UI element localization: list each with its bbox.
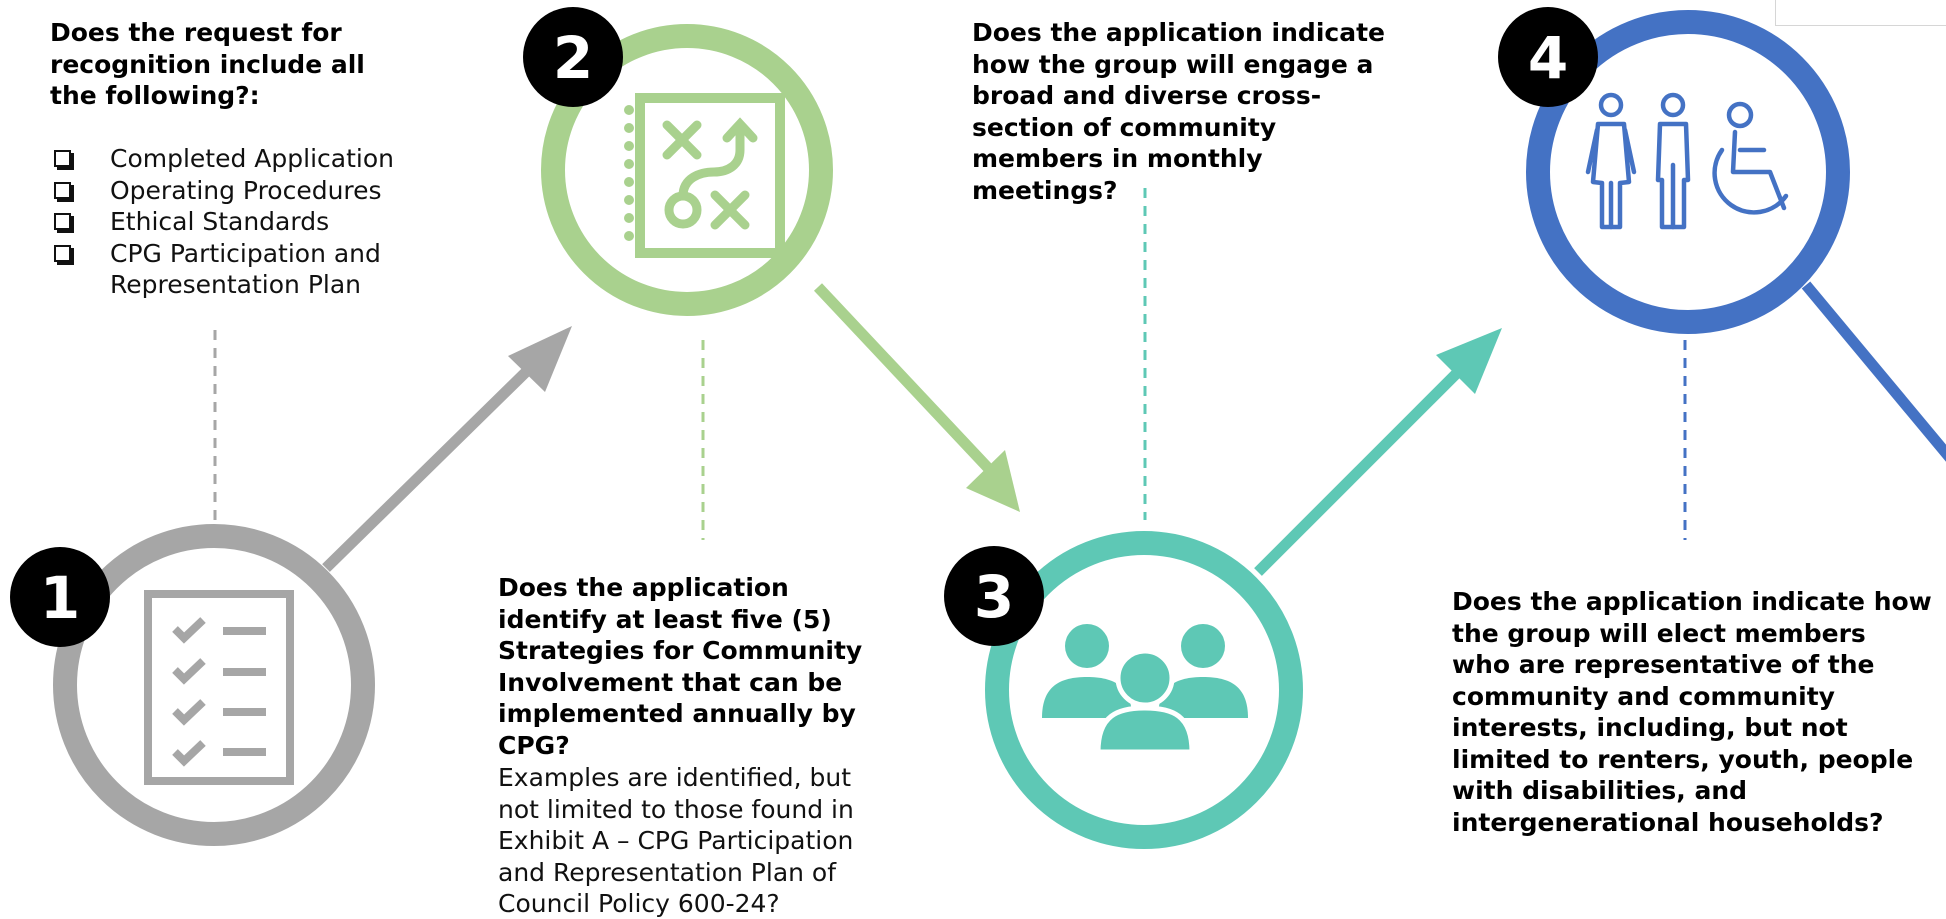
checklist-item-label: CPG Participation and Representation Pla… — [110, 238, 381, 300]
step-3-circle — [985, 531, 1303, 849]
step-4-number: 4 — [1528, 24, 1568, 92]
strategy-playbook-icon — [624, 93, 785, 258]
step-4-question: Does the application indicate how the gr… — [1452, 587, 1932, 837]
step-4-circle — [1526, 10, 1850, 334]
checklist-item-label: Completed Application — [110, 144, 394, 173]
step-1-checklist: Completed Application Operating Procedur… — [52, 143, 412, 301]
step-3-question: Does the application indicate how the gr… — [972, 18, 1385, 205]
checklist-item: Ethical Standards — [52, 206, 412, 238]
checkbox-icon — [54, 244, 71, 262]
step-3-badge: 3 — [944, 546, 1044, 646]
people-accessibility-icon — [1585, 92, 1789, 230]
checklist-item: CPG Participation and Representation Pla… — [52, 238, 412, 301]
arrow-1-to-2 — [322, 326, 572, 572]
checklist-item-label: Operating Procedures — [110, 175, 382, 205]
checklist-item: Completed Application — [52, 143, 412, 175]
step-3-number: 3 — [974, 563, 1014, 631]
step-2-question: Does the application identify at least f… — [498, 573, 863, 760]
step-1-badge: 1 — [10, 547, 110, 647]
step-2-circle — [541, 24, 833, 316]
step-2-note: Examples are identified, but not limited… — [498, 763, 854, 918]
step-1-number: 1 — [40, 564, 80, 632]
step-2-badge: 2 — [523, 7, 623, 107]
arrow-3-to-4 — [1254, 328, 1502, 576]
checkbox-icon — [54, 150, 71, 167]
community-group-icon — [1042, 624, 1248, 755]
checkbox-icon — [54, 213, 71, 230]
checklist-item-label: Ethical Standards — [110, 207, 330, 236]
step-1-circle — [53, 524, 375, 846]
step-1-question: Does the request for recognition include… — [50, 18, 365, 110]
arrow-4-out — [1801, 281, 1946, 462]
checklist-icon — [144, 590, 294, 785]
step-4-badge: 4 — [1498, 7, 1598, 107]
checklist-item: Operating Procedures — [52, 175, 412, 207]
step-2-number: 2 — [553, 24, 593, 92]
arrow-2-to-3 — [813, 283, 1020, 512]
checkbox-icon — [54, 181, 71, 199]
partial-overlay-box — [1775, 0, 1946, 26]
